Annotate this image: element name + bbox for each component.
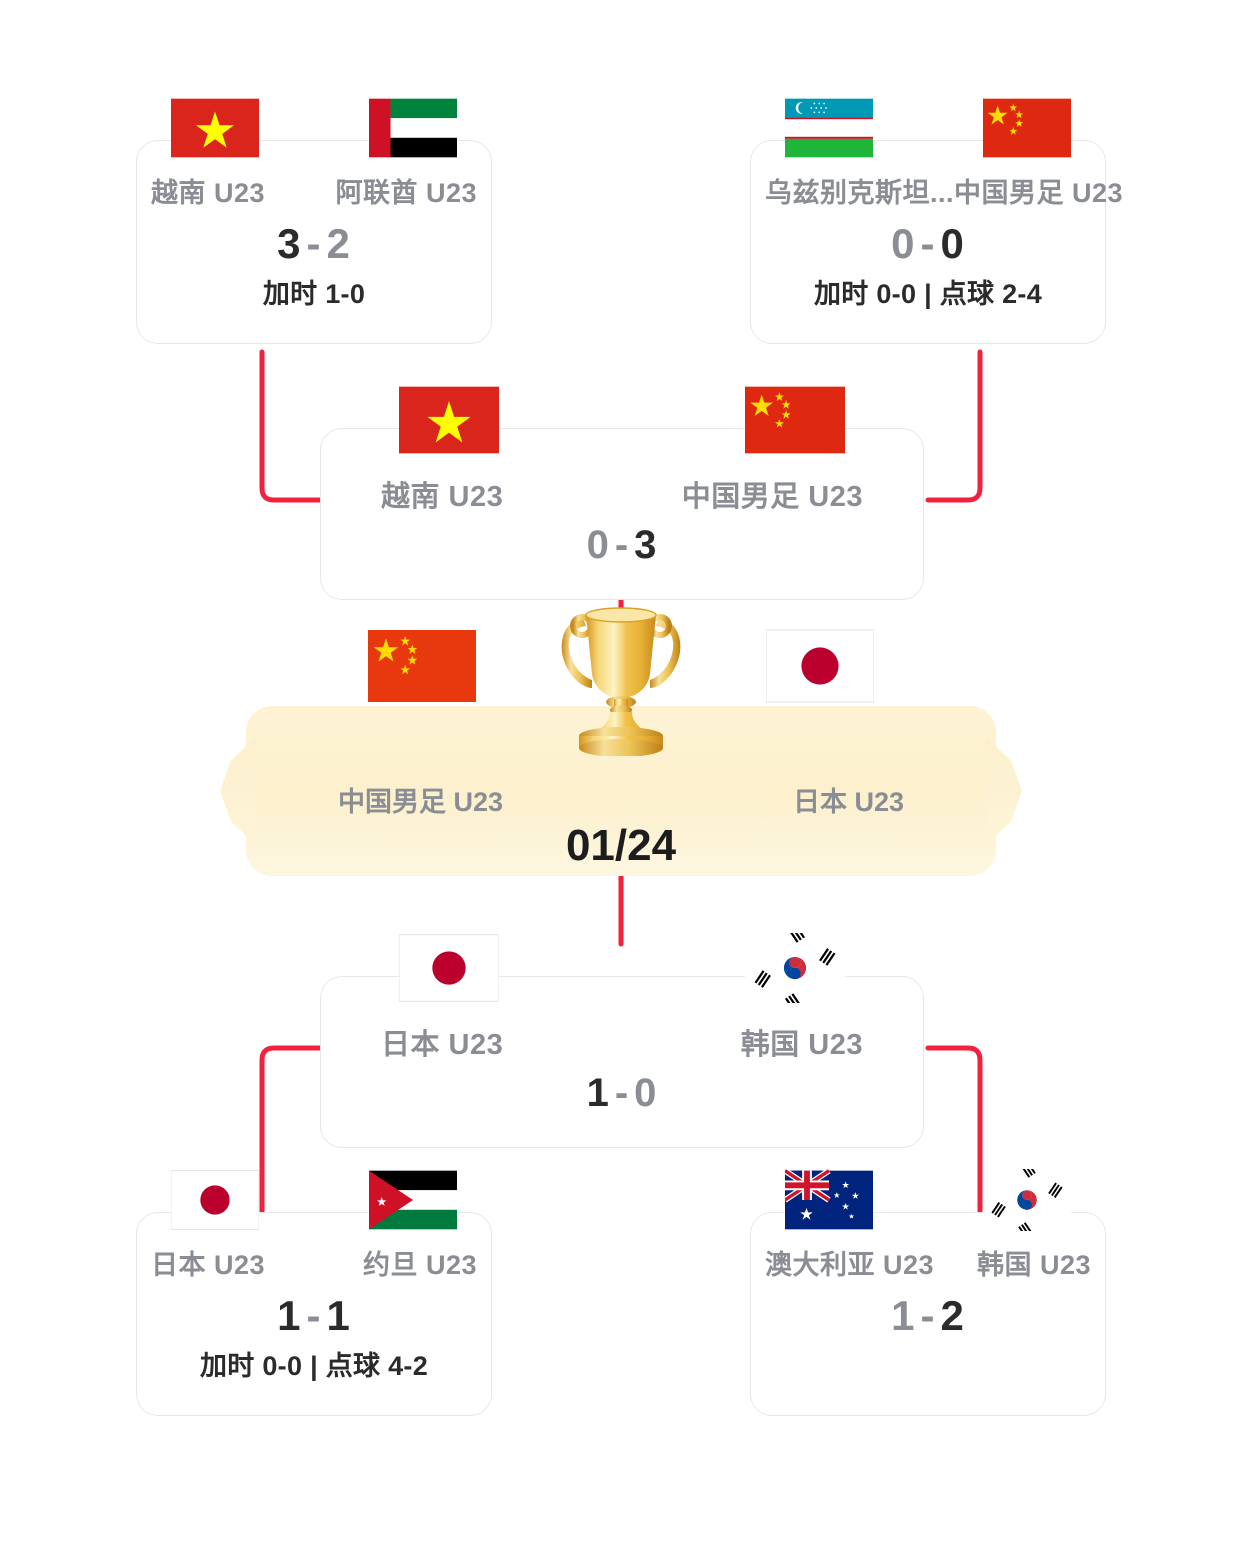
match-card-semifinal-bottom[interactable]: 日本 U23 韩国 U23 1-0 (320, 933, 924, 1148)
team-name-right: 中国男足 U23 (954, 178, 1124, 208)
match-score: 1-2 (751, 1292, 1105, 1340)
team-name-right: 阿联酋 U23 (335, 178, 477, 208)
score-right: 3 (634, 523, 658, 567)
score-left: 0 (586, 523, 610, 567)
final-team-name-left: 中国男足 U23 (338, 787, 504, 817)
match-extra-info: 加时 0-0 | 点球 4-2 (199, 1351, 429, 1381)
score-right: 2 (940, 1292, 965, 1339)
vietnam-flag-icon (399, 385, 499, 455)
match-extra-info: 加时 0-0 | 点球 2-4 (813, 279, 1043, 309)
score-dash: - (614, 1071, 630, 1115)
team-name-left: 乌兹别克斯坦... (765, 178, 955, 208)
match-flags (321, 933, 923, 1003)
score-right: 1 (326, 1292, 351, 1339)
match-flags (137, 1169, 491, 1231)
uae-flag-icon (369, 97, 457, 159)
team-name-right: 韩国 U23 (976, 1250, 1091, 1280)
match-score: 1-1 (137, 1292, 491, 1340)
final-card-notch-right (986, 737, 1022, 845)
team-name-left: 澳大利亚 U23 (765, 1250, 935, 1280)
team-names: 越南 U23 中国男足 U23 (321, 473, 923, 515)
score-dash: - (920, 220, 936, 267)
team-names: 越南 U23 阿联酋 U23 (137, 171, 491, 210)
team-name-left: 日本 U23 (381, 1029, 504, 1061)
match-extra-info: 加时 1-0 (262, 279, 366, 309)
match-score: 0-0 (751, 220, 1105, 268)
match-card-quarterfinal-bottom-left[interactable]: 日本 U23 约旦 U23 1-1 加时 0-0 | 点球 4-2 (136, 1170, 492, 1416)
team-names: 日本 U23 约旦 U23 (137, 1243, 491, 1282)
match-card-quarterfinal-bottom-right[interactable]: 澳大利亚 U23 韩国 U23 1-2 (750, 1169, 1106, 1416)
score-dash: - (614, 523, 630, 567)
match-card-quarterfinal-top-right[interactable]: 乌兹别克斯坦... 中国男足 U23 0-0 加时 0-0 | 点球 2-4 (750, 98, 1123, 344)
score-left: 1 (586, 1071, 610, 1115)
score-dash: - (306, 220, 322, 267)
score-left: 0 (891, 220, 916, 267)
score-right: 0 (634, 1071, 658, 1115)
team-names: 日本 U23 韩国 U23 (321, 1021, 923, 1063)
match-card-semifinal-top[interactable]: 越南 U23 中国男足 U23 0-3 (320, 386, 924, 600)
match-flags (751, 97, 1105, 159)
uzbekistan-flag-icon (785, 97, 873, 159)
match-card-quarterfinal-top-left[interactable]: 越南 U23 阿联酋 U23 3-2 加时 1-0 (136, 98, 492, 344)
score-left: 1 (277, 1292, 302, 1339)
team-names: 乌兹别克斯坦... 中国男足 U23 (751, 171, 1123, 210)
japan-flag-icon (171, 1169, 259, 1231)
match-flags (321, 385, 923, 455)
score-dash: - (306, 1292, 322, 1339)
final-team-name-right: 日本 U23 (792, 787, 904, 817)
team-names: 澳大利亚 U23 韩国 U23 (751, 1243, 1105, 1282)
match-score: 3-2 (137, 220, 491, 268)
score-right: 0 (940, 220, 965, 267)
china-flag-icon (745, 385, 845, 455)
china-flag-icon (368, 628, 476, 704)
japan-flag-icon (399, 933, 499, 1003)
score-dash: - (920, 1292, 936, 1339)
match-flags (751, 1169, 1105, 1231)
team-name-left: 越南 U23 (151, 178, 266, 208)
team-name-right: 约旦 U23 (362, 1250, 477, 1280)
australia-flag-icon (785, 1169, 873, 1231)
japan-flag-icon (766, 628, 874, 704)
final-match-date: 01/24 (565, 821, 677, 870)
jordan-flag-icon (369, 1169, 457, 1231)
final-flags (246, 628, 996, 704)
match-score: 0-3 (321, 523, 923, 568)
score-left: 3 (277, 220, 302, 267)
match-flags (137, 97, 491, 159)
match-score: 1-0 (321, 1071, 923, 1116)
team-name-right: 中国男足 U23 (681, 481, 863, 513)
final-card-notch-left (220, 737, 256, 845)
trophy-icon (561, 607, 681, 756)
team-name-left: 日本 U23 (151, 1250, 266, 1280)
south-korea-flag-icon (745, 933, 845, 1003)
match-card-final[interactable]: 中国男足 U23 日本 U23 01/24 (220, 607, 1022, 876)
china-flag-icon (983, 97, 1071, 159)
vietnam-flag-icon (171, 97, 259, 159)
team-name-right: 韩国 U23 (740, 1029, 863, 1061)
final-team-names: 中国男足 U23 日本 U23 (246, 706, 996, 819)
team-name-left: 越南 U23 (381, 481, 504, 513)
score-right: 2 (326, 220, 351, 267)
score-left: 1 (891, 1292, 916, 1339)
south-korea-flag-icon (983, 1169, 1071, 1231)
